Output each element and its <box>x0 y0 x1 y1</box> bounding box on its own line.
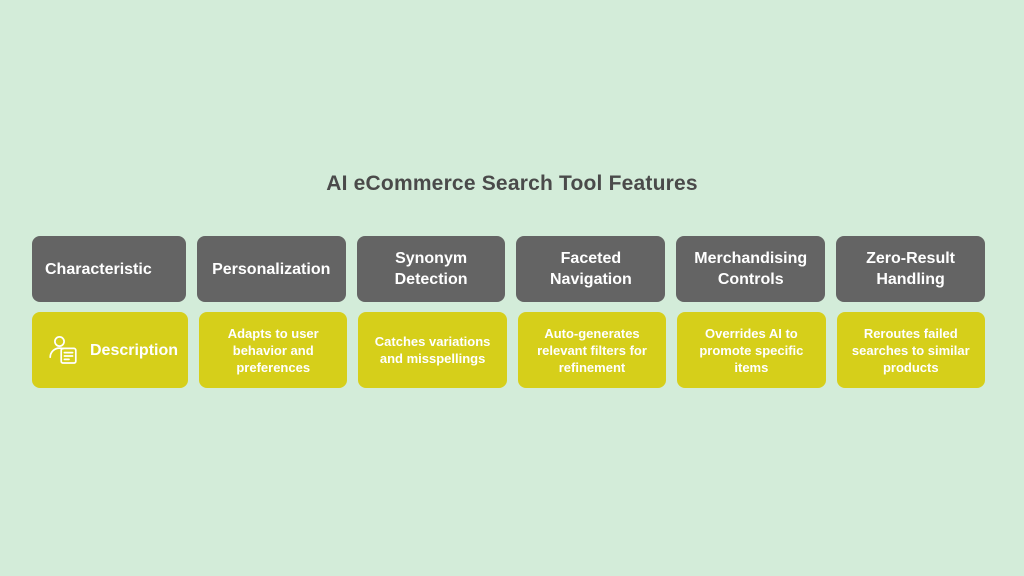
description-cell-merchandising-controls: Overrides AI to promote specific items <box>677 312 826 388</box>
header-cell-zero-result-handling: Zero-Result Handling <box>836 236 985 302</box>
description-label-cell: Description <box>32 312 189 388</box>
header-cell-merchandising-controls: Merchandising Controls <box>676 236 826 302</box>
header-cell-synonym-detection: Synonym Detection <box>356 236 506 302</box>
header-cell-characteristic: Characteristic <box>32 236 186 302</box>
table-description-row: Description Adapts to user behavior and … <box>32 312 985 388</box>
table-header-row: Characteristic Personalization Synonym D… <box>32 236 985 302</box>
page-title: AI eCommerce Search Tool Features <box>326 172 698 195</box>
header-cell-personalization: Personalization <box>196 236 346 302</box>
description-cell-synonym-detection: Catches variations and misspellings <box>358 312 507 388</box>
description-cell-faceted-navigation: Auto-generates relevant filters for refi… <box>517 312 667 388</box>
user-document-icon <box>49 336 77 364</box>
features-table: Characteristic Personalization Synonym D… <box>32 236 985 388</box>
description-cell-zero-result-handling: Reroutes failed searches to similar prod… <box>836 312 985 388</box>
header-cell-faceted-navigation: Faceted Navigation <box>516 236 666 302</box>
description-label-text: Description <box>90 341 179 359</box>
description-cell-personalization: Adapts to user behavior and preferences <box>199 312 348 388</box>
